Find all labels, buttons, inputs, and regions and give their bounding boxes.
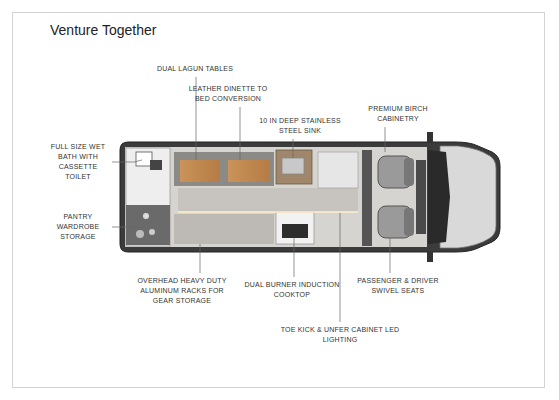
dashboard xyxy=(416,160,426,234)
leader-line xyxy=(390,238,391,273)
callout-label: 10 IN DEEP STAINLESS STEEL SINK xyxy=(252,116,348,136)
mirror xyxy=(427,132,433,143)
induction-cooktop xyxy=(282,224,308,238)
galley-counter xyxy=(276,212,314,244)
callout-label: DUAL BURNER INDUCTION COOKTOP xyxy=(244,280,340,300)
led-strip xyxy=(178,211,358,213)
van-shell xyxy=(120,142,500,252)
callout-label: TOE KICK & UNFER CABINET LED LIGHTING xyxy=(270,325,410,345)
title: Venture Together xyxy=(50,22,156,38)
toilet-seat xyxy=(150,160,162,170)
leader-line xyxy=(112,227,140,228)
callout-label: PANTRY WARDROBE STORAGE xyxy=(47,212,109,242)
pantry-item xyxy=(149,229,155,235)
callout-label: OVERHEAD HEAVY DUTY ALUMINUM RACKS FOR G… xyxy=(134,276,230,306)
floor xyxy=(125,147,427,247)
callout-label: DUAL LAGUN TABLES xyxy=(145,64,245,74)
leader-line xyxy=(240,107,241,160)
pantry xyxy=(126,205,170,245)
callout-label: PASSENGER & DRIVER SWIVEL SEATS xyxy=(348,276,448,296)
aisle xyxy=(178,188,358,212)
swivel-seat xyxy=(378,206,414,238)
leader-line xyxy=(385,127,386,152)
callout-label: PREMIUM BIRCH CABINETRY xyxy=(365,104,431,124)
leader-line xyxy=(112,160,142,162)
wet-bath xyxy=(126,148,170,246)
dinette xyxy=(174,152,274,186)
cabinet xyxy=(318,152,358,188)
leader-line xyxy=(294,238,295,277)
callout-label: FULL SIZE WET BATH WITH CASSETTE TOILET xyxy=(47,142,109,182)
leader-line xyxy=(293,139,294,158)
pantry-item xyxy=(143,213,149,219)
stainless-sink xyxy=(282,158,304,174)
callout-label: LEATHER DINETTE TO BED CONVERSION xyxy=(182,84,274,104)
birch-cabinet xyxy=(276,150,312,184)
gear-storage xyxy=(174,214,274,244)
pantry-item xyxy=(136,230,144,238)
leader-line xyxy=(340,213,341,322)
lagun-table xyxy=(228,160,270,182)
leader-line xyxy=(200,244,201,273)
windshield xyxy=(428,150,450,244)
bulkhead xyxy=(362,150,372,246)
lagun-table xyxy=(180,160,220,182)
cassette-toilet xyxy=(136,152,152,166)
swivel-seat xyxy=(378,156,414,188)
mirror xyxy=(427,251,433,262)
